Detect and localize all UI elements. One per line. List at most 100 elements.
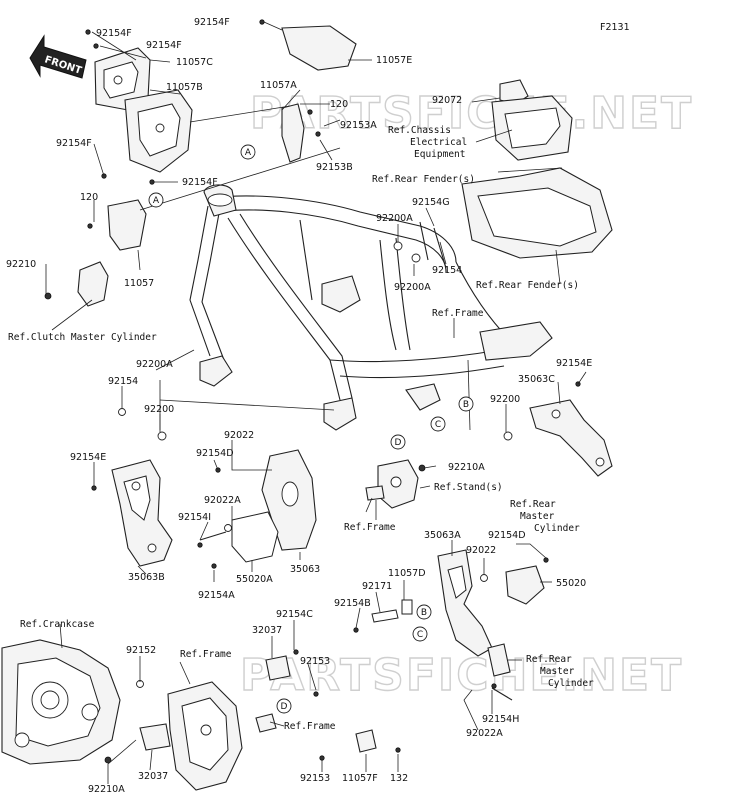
- ref-frame-center: Ref.Frame: [344, 522, 396, 533]
- center-bracket: [231, 449, 317, 563]
- callout-a-lower: A: [148, 192, 164, 208]
- callout-c-lower: C: [412, 626, 428, 642]
- part-label: 92154F: [182, 177, 218, 188]
- part-label: 92171: [362, 581, 392, 592]
- ref-rear-master-b2: Master: [540, 666, 575, 677]
- svg-text:C: C: [417, 630, 423, 640]
- part-label: 11057B: [166, 82, 203, 93]
- part-label: 92200A: [376, 213, 413, 224]
- part-label: 92210A: [448, 462, 485, 473]
- callout-d-lower: D: [276, 698, 292, 714]
- part-label: 92072: [432, 95, 462, 106]
- svg-text:A: A: [245, 148, 252, 158]
- callout-d-frame: D: [390, 434, 406, 450]
- ref-frame-bottom: Ref.Frame: [284, 721, 336, 732]
- part-label: 92154D: [488, 530, 526, 541]
- part-label: 92154: [108, 376, 138, 387]
- main-frame: [189, 184, 553, 431]
- part-label: 11057: [124, 278, 154, 289]
- part-label: 35063C: [518, 374, 555, 385]
- callout-b-frame: B: [458, 396, 474, 412]
- part-label: 92154F: [194, 17, 230, 28]
- part-label: 92154G: [412, 197, 450, 208]
- part-label: 92154A: [198, 590, 235, 601]
- watermark-bottom: PARTSFICHE.NET: [240, 650, 683, 701]
- svg-text:A: A: [153, 196, 160, 206]
- part-labels: 92154F 92154F 92154F 11057C 11057B 11057…: [6, 17, 592, 795]
- watermark-top: PARTSFICHE.NET: [250, 88, 693, 139]
- part-label: 92200A: [394, 282, 431, 293]
- stand-bracket: [365, 459, 419, 509]
- part-label: 92153: [300, 773, 330, 784]
- part-label: 92154I: [178, 512, 211, 523]
- part-label: 11057C: [176, 57, 213, 68]
- ref-chassis-line2: Electrical: [410, 137, 467, 148]
- part-label: 92153: [300, 656, 330, 667]
- part-label: 11057D: [388, 568, 426, 579]
- ref-chassis-line3: Equipment: [414, 149, 465, 160]
- part-label: 92154F: [96, 28, 132, 39]
- left-footrest-bracket: [111, 459, 173, 567]
- svg-text:D: D: [395, 438, 402, 448]
- part-label: 92154F: [146, 40, 182, 51]
- ref-clutch-master-cylinder: Ref.Clutch Master Cylinder: [8, 332, 157, 343]
- right-footrest-bracket: [529, 399, 613, 477]
- part-label: 55020A: [236, 574, 273, 585]
- part-label: 92200A: [136, 359, 173, 370]
- ref-rear-master-a2: Master: [520, 511, 555, 522]
- ref-chassis-line1: Ref.Chassis: [388, 125, 451, 136]
- ref-rear-fender-top: Ref.Rear Fender(s): [372, 174, 475, 185]
- part-label: 55020: [556, 578, 586, 589]
- part-label: 35063A: [424, 530, 461, 541]
- part-label: 11057E: [376, 55, 412, 66]
- callout-b-lower: B: [416, 604, 432, 620]
- ref-rear-fender-bottom: Ref.Rear Fender(s): [476, 280, 579, 291]
- part-label: 92022: [224, 430, 254, 441]
- part-label: 120: [330, 99, 348, 110]
- part-label: 11057F: [342, 773, 378, 784]
- reference-labels: Ref.Chassis Electrical Equipment Ref.Rea…: [8, 125, 594, 732]
- part-label: 35063B: [128, 572, 165, 583]
- figure-code: F2131: [600, 22, 630, 33]
- part-label: 11057A: [260, 80, 297, 91]
- callout-c-frame: C: [430, 416, 446, 432]
- ref-rear-master-a1: Ref.Rear: [510, 499, 556, 510]
- part-label: 32037: [252, 625, 282, 636]
- part-label: 92154F: [56, 138, 92, 149]
- front-arrow-icon: FRONT: [29, 34, 87, 79]
- lower-engine-bracket: [139, 655, 377, 791]
- crankcase: [1, 639, 121, 765]
- part-label: 92022A: [466, 728, 503, 739]
- part-label: 120: [80, 192, 98, 203]
- part-label: 92154: [432, 265, 462, 276]
- part-label: 92200: [490, 394, 520, 405]
- svg-text:B: B: [463, 400, 469, 410]
- callouts: A A B C D B C D: [148, 144, 474, 714]
- part-label: 92022A: [204, 495, 241, 506]
- part-label: 92153B: [316, 162, 353, 173]
- ref-stand: Ref.Stand(s): [434, 482, 503, 493]
- part-label: 92154B: [334, 598, 371, 609]
- ref-rear-master-b1: Ref.Rear: [526, 654, 572, 665]
- part-label: 92154D: [196, 448, 234, 459]
- svg-text:D: D: [281, 702, 288, 712]
- leader-lines: [45, 21, 587, 784]
- part-label: 92210A: [88, 784, 125, 795]
- callout-a-upper: A: [240, 144, 256, 160]
- part-label: 92200: [144, 404, 174, 415]
- part-label: 92154H: [482, 714, 519, 725]
- part-label: 35063: [290, 564, 320, 575]
- part-label: 92210: [6, 259, 36, 270]
- upper-bracket-assembly: [77, 25, 613, 307]
- ref-crankcase: Ref.Crankcase: [20, 619, 95, 630]
- part-label: 92022: [466, 545, 496, 556]
- ref-rear-master-a3: Cylinder: [534, 523, 580, 534]
- svg-text:B: B: [421, 608, 427, 618]
- right-lower-bracket: [437, 549, 545, 677]
- part-label: 92153A: [340, 120, 377, 131]
- part-label: 132: [390, 773, 408, 784]
- ref-frame-lower: Ref.Frame: [180, 649, 232, 660]
- ref-frame-upper: Ref.Frame: [432, 308, 484, 319]
- part-label: 92154E: [70, 452, 106, 463]
